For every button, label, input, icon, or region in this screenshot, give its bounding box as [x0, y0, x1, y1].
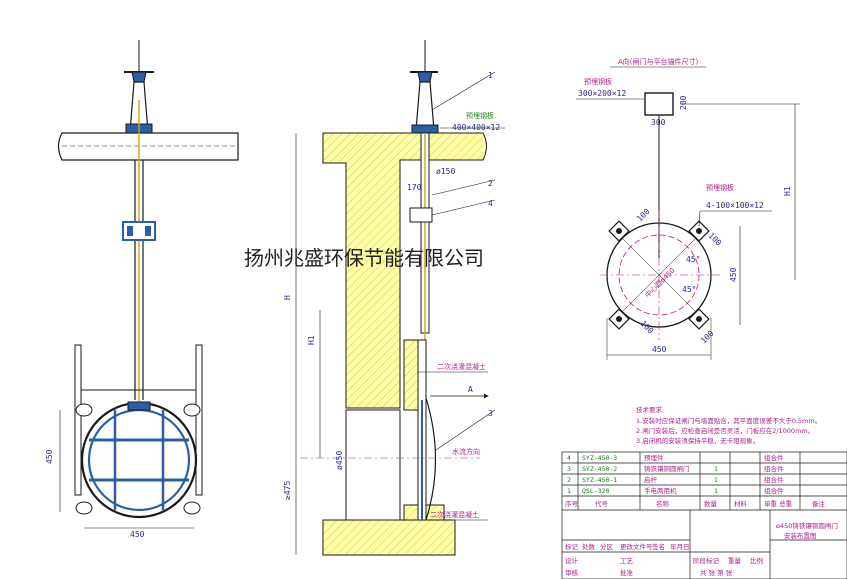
- flow-direction-label: 水流方向: [452, 447, 480, 456]
- a-dim-100-se: 100: [699, 329, 716, 346]
- grout-label-bottom: 二次浇灌混凝土: [430, 510, 479, 519]
- row1-qty: 1: [714, 487, 718, 495]
- row4-name: 预埋件: [644, 453, 664, 462]
- row1-code: QSL-320: [582, 487, 609, 495]
- row2-no: 2: [567, 476, 571, 484]
- a-bolt-circle-label: 中心圆ø450: [643, 266, 677, 300]
- tb-change: 更改文件号: [620, 542, 653, 551]
- callout-1: 1: [488, 71, 493, 80]
- a-side-plate-label: 预埋钢板: [706, 183, 734, 192]
- a-view: A向(闸门与平台锚件尺寸) 预埋钢板 300×200×12 300 200 H1: [576, 57, 800, 360]
- tb-approve: 批准: [620, 568, 634, 577]
- anchor-plate-se: [688, 308, 710, 330]
- tb-check: 审核: [565, 568, 579, 577]
- a-side-plate-size: 4-100×100×12: [706, 201, 764, 210]
- row3-name: 铸铁镶铜圆闸门: [644, 464, 690, 473]
- notes-line-1: 1.安装时应保证闸门与墙面贴合，其平面度误差不大于0.5mm。: [636, 416, 821, 425]
- front-view: 450 450: [45, 40, 239, 539]
- tb-count: 处数: [582, 542, 596, 551]
- a-dim-100-sw: 100: [639, 319, 656, 336]
- hdr-qty: 数量: [704, 499, 718, 508]
- notes-line-3: 3.启闭机的安装须保持平稳，无卡阻现象。: [636, 436, 759, 445]
- row2-qty: 1: [714, 476, 718, 484]
- row2-name: 启杆: [644, 475, 658, 484]
- tb-sign: 签名: [652, 542, 665, 551]
- hdr-name: 名称: [656, 499, 670, 508]
- row3-qty: 1: [714, 465, 718, 473]
- a-dim-300: 300: [651, 118, 666, 127]
- row3-no: 3: [567, 465, 571, 473]
- section-dim-450: ø450: [335, 451, 344, 470]
- section-hoist: [410, 40, 439, 134]
- row3-note: 组合件: [764, 464, 784, 473]
- section-pipe-dia: ø150: [436, 167, 455, 176]
- a-angle-a: 45°: [686, 255, 700, 264]
- row4-no: 4: [567, 454, 571, 462]
- a-dim-100-ne: 100: [707, 231, 724, 248]
- tb-design: 设计: [565, 556, 579, 565]
- hdr-code: 代号: [595, 499, 609, 508]
- technical-notes: 技术要求 1.安装时应保证闸门与墙面贴合，其平面度误差不大于0.5mm。 2.闸…: [636, 405, 821, 445]
- anchor-plate-ne: [688, 220, 710, 242]
- a-view-title: A向(闸门与平台锚件尺寸): [618, 57, 699, 66]
- hdr-no: 序号: [565, 499, 579, 508]
- tb-stage: 阶段标记: [693, 556, 720, 565]
- a-top-plate-size: 300×200×12: [578, 89, 626, 98]
- tb-weight: 重量: [728, 557, 742, 565]
- row2-note: 组合件: [764, 475, 784, 484]
- front-dim-width: 450: [130, 530, 145, 539]
- drawing-title-1: ø450铸铁镶铜圆闸门: [776, 521, 838, 530]
- embedded-plate-size: 400×400×12: [452, 123, 500, 132]
- row3-code: SYZ-450-2: [582, 465, 617, 473]
- section-dim-H: H: [283, 295, 292, 300]
- tb-zone: 分区: [600, 542, 614, 551]
- callout-2: 2: [488, 179, 493, 188]
- tb-process: 工艺: [620, 557, 634, 565]
- company-watermark: 扬州兆盛环保节能有限公司: [244, 246, 484, 270]
- section-dim-H1: H1: [307, 335, 316, 345]
- section-view: H H1 ø450 ≥475 170 ø150 1 2 4 3 预埋钢板 400…: [283, 40, 505, 556]
- a-dim-H1: H1: [783, 186, 792, 196]
- row4-code: SYZ-450-3: [582, 454, 617, 462]
- grout-label-top: 二次浇灌混凝土: [437, 362, 486, 371]
- a-top-plate-label: 预埋钢板: [584, 77, 612, 86]
- tb-mark: 标记: [565, 542, 579, 551]
- section-dim-475: ≥475: [283, 481, 292, 500]
- row1-note: 组合件: [764, 486, 784, 495]
- a-dim-200: 200: [679, 95, 688, 110]
- hdr-material: 材料: [734, 499, 748, 508]
- a-dim-450-bottom: 450: [652, 345, 667, 354]
- parts-table-text: 4 SYZ-450-3 预埋件 组合件 3 SYZ-450-2 铸铁镶铜圆闸门 …: [565, 453, 838, 577]
- row4-note: 组合件: [764, 453, 784, 462]
- hdr-weight: 单重 总重: [764, 499, 793, 508]
- tb-scale: 比例: [750, 556, 763, 565]
- parts-table: [561, 451, 847, 579]
- hdr-note: 备注: [812, 499, 826, 508]
- anchor-plate-sw: [608, 308, 630, 330]
- a-dim-450-right: 450: [729, 267, 738, 282]
- tb-sheet: 共 张 第 张: [700, 568, 733, 577]
- row1-no: 1: [567, 487, 571, 495]
- callout-4: 4: [488, 199, 493, 208]
- notes-line-2: 2.闸门安装后，应检查启闭是否灵活，门板应在2/1000mm。: [636, 426, 814, 435]
- section-dim-170: 170: [407, 183, 422, 192]
- front-dim-height: 450: [45, 449, 54, 464]
- row2-code: SYZ-450-1: [582, 476, 617, 484]
- callout-3: 3: [488, 409, 493, 418]
- tb-date: 年月日: [670, 542, 690, 551]
- row1-name: 手电两用机: [644, 486, 677, 495]
- arrow-A-label: A: [468, 385, 473, 394]
- embedded-plate-label: 预埋钢板: [466, 111, 494, 120]
- anchor-plate-nw: [608, 220, 630, 242]
- a-dim-100-nw: 100: [635, 207, 652, 224]
- a-angle-b: 45°: [682, 285, 696, 294]
- notes-heading: 技术要求: [636, 405, 663, 414]
- drawing-title-2: 安装布置图: [784, 531, 817, 540]
